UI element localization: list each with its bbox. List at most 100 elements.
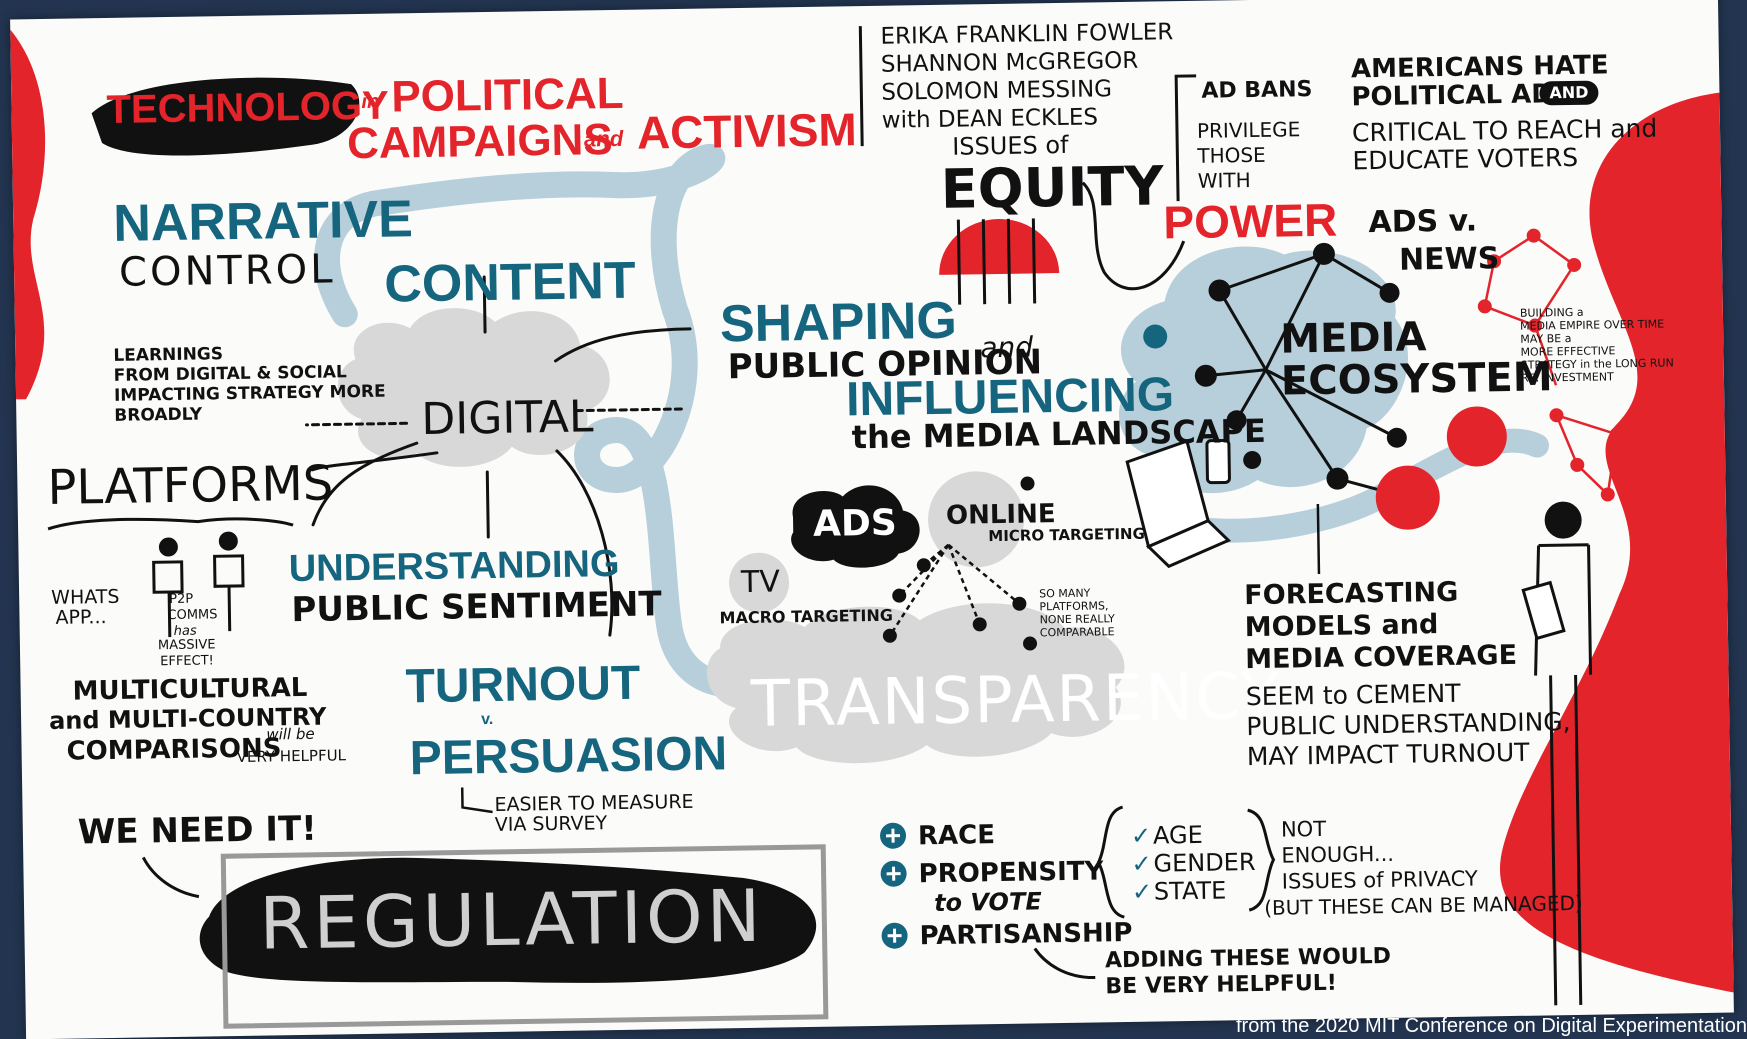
moderator: with DEAN ECKLES: [882, 106, 1099, 132]
not-enough-3: ISSUES of PRIVACY: [1282, 869, 1478, 893]
check-gender: GENDER: [1153, 850, 1255, 876]
multicultural-line-5: VERY HELPFUL: [237, 748, 346, 765]
equity-semicircle: [938, 218, 1059, 275]
transparency-heading: TRANSPARENCY: [750, 665, 1282, 737]
p2p-line-1: P2P: [169, 593, 193, 606]
ad-bans-heading: AD BANS: [1201, 79, 1312, 103]
forecasting-sub-3: MAY IMPACT TURNOUT: [1247, 740, 1530, 769]
title-in: in: [361, 92, 379, 112]
forecasting-line-1: FORECASTING: [1244, 579, 1458, 609]
americans-line-4: EDUCATE VOTERS: [1352, 145, 1578, 174]
building-line-3: MAY BE a: [1520, 333, 1571, 345]
so-many-1: SO MANY: [1039, 588, 1090, 600]
building-line-6: RE: INVESTMENT: [1521, 371, 1614, 383]
building-line-5: STRATEGY in the LONG RUN: [1521, 357, 1674, 370]
sketchnote-board: TECHNOLOGY in POLITICAL CAMPAIGNS and AC…: [10, 0, 1734, 1039]
regulation-heading: REGULATION: [259, 880, 765, 960]
forecasting-line-2: MODELS and: [1245, 611, 1439, 641]
factor-to-vote: to VOTE: [934, 889, 1042, 915]
ads-v-news-line-1: ADS v.: [1368, 206, 1477, 238]
p2p-line-4: MASSIVE: [158, 638, 216, 652]
speakers-rule: [860, 26, 862, 146]
we-need-arrow: [143, 857, 199, 898]
ad-bans-line-3: WITH: [1198, 170, 1251, 191]
understanding-heading: UNDERSTANDING: [288, 545, 619, 588]
factor-race: RACE: [918, 822, 995, 849]
adding-line-2: BE VERY HELPFUL!: [1105, 973, 1337, 999]
equity-issues-of: ISSUES of: [952, 133, 1069, 159]
check-age: AGE: [1153, 823, 1203, 848]
tv-label: TV: [741, 567, 780, 598]
turnout-v: v.: [481, 712, 493, 728]
whatsapp-line-1: WHATS: [51, 588, 120, 608]
turnout-heading: TURNOUT: [405, 660, 640, 712]
building-line-1: BUILDING a: [1520, 307, 1584, 319]
not-enough-1: NOT: [1281, 819, 1326, 841]
p2p-line-3: has: [174, 625, 197, 638]
control-heading: CONTROL: [119, 249, 336, 292]
check-state: STATE: [1154, 878, 1227, 903]
title-and: and: [584, 128, 623, 151]
title-activism: ACTIVISM: [637, 106, 857, 155]
ads-label: ADS: [813, 506, 897, 543]
so-many-2: PLATFORMS,: [1039, 600, 1108, 612]
content-heading: CONTENT: [384, 255, 636, 311]
online-label: ONLINE: [946, 501, 1056, 529]
p2p-line-2: COMMS: [167, 608, 217, 622]
macro-targeting: MACRO TARGETING: [719, 608, 893, 627]
micro-targeting: MICRO TARGETING: [988, 527, 1145, 544]
we-need-it: WE NEED IT!: [78, 812, 317, 850]
americans-and: AND: [1539, 81, 1598, 106]
narrative-heading: NARRATIVE: [113, 193, 413, 250]
title-political: POLITICAL: [391, 72, 624, 120]
factor-partisanship: PARTISANSHIP: [919, 920, 1132, 949]
speaker-1: ERIKA FRANKLIN FOWLER: [880, 21, 1173, 49]
check-gender-icon: ✓: [1131, 852, 1151, 876]
whatsapp-line-2: APP...: [55, 608, 106, 628]
forecasting-sub-1: SEEM to CEMENT: [1246, 681, 1461, 709]
adding-arrow: [1035, 948, 1095, 979]
equity-heading: EQUITY: [940, 159, 1163, 216]
shaping-heading: SHAPING: [720, 295, 958, 351]
multicultural-line-1: MULTICULTURAL: [72, 675, 307, 705]
americans-line-1: AMERICANS HATE: [1351, 52, 1609, 82]
turnout-note-2: VIA SURVEY: [495, 814, 608, 835]
footer-caption: from the 2020 MIT Conference on Digital …: [1236, 1015, 1747, 1038]
so-many-4: COMPARABLE: [1040, 626, 1115, 638]
forecast-line: [1318, 504, 1319, 574]
americans-line-2: POLITICAL ADS: [1351, 81, 1571, 110]
ecosystem-heading: ECOSYSTEM: [1281, 357, 1553, 401]
not-enough-4: (BUT THESE CAN BE MANAGED): [1264, 893, 1583, 918]
media-landscape-heading: the MEDIA LANDSCAPE: [852, 415, 1267, 454]
platforms-heading: PLATFORMS: [47, 459, 334, 511]
multicultural-line-4: will be: [266, 727, 315, 743]
ads-v-news-line-2: NEWS: [1399, 244, 1500, 276]
check-age-icon: ✓: [1131, 824, 1151, 848]
factor-propensity: PROPENSITY: [918, 858, 1103, 887]
ad-bans-bracket: [1176, 76, 1198, 201]
persuasion-heading: PERSUASION: [409, 730, 727, 783]
learnings-line-1: LEARNINGS: [113, 346, 223, 365]
not-enough-2: ENOUGH...: [1281, 844, 1394, 867]
check-state-icon: ✓: [1132, 880, 1152, 904]
public-sentiment-heading: PUBLIC SENTIMENT: [291, 587, 662, 627]
building-line-4: MORE EFFECTIVE: [1520, 345, 1615, 357]
americans-line-3: CRITICAL TO REACH and: [1352, 116, 1658, 146]
ad-bans-line-1: PRIVILEGE: [1197, 119, 1301, 141]
learnings-line-4: BROADLY: [114, 407, 202, 425]
speaker-3: SOLOMON MESSING: [881, 78, 1112, 105]
left-red-blob: [10, 29, 49, 399]
laptop-icon: [1127, 440, 1231, 567]
learnings-line-3: IMPACTING STRATEGY MORE: [114, 384, 386, 405]
so-many-3: NONE REALLY: [1040, 613, 1115, 625]
digital-heading: DIGITAL: [421, 395, 594, 442]
adding-line-1: ADDING THESE WOULD: [1105, 946, 1391, 972]
power-heading: POWER: [1163, 197, 1337, 246]
media-heading: MEDIA: [1280, 317, 1427, 359]
speaker-2: SHANNON McGREGOR: [881, 50, 1139, 77]
turnout-arrow: [462, 787, 492, 812]
right-red-blob: [1488, 93, 1734, 997]
forecasting-line-3: MEDIA COVERAGE: [1245, 642, 1517, 673]
ad-bans-line-2: THOSE: [1197, 145, 1266, 166]
